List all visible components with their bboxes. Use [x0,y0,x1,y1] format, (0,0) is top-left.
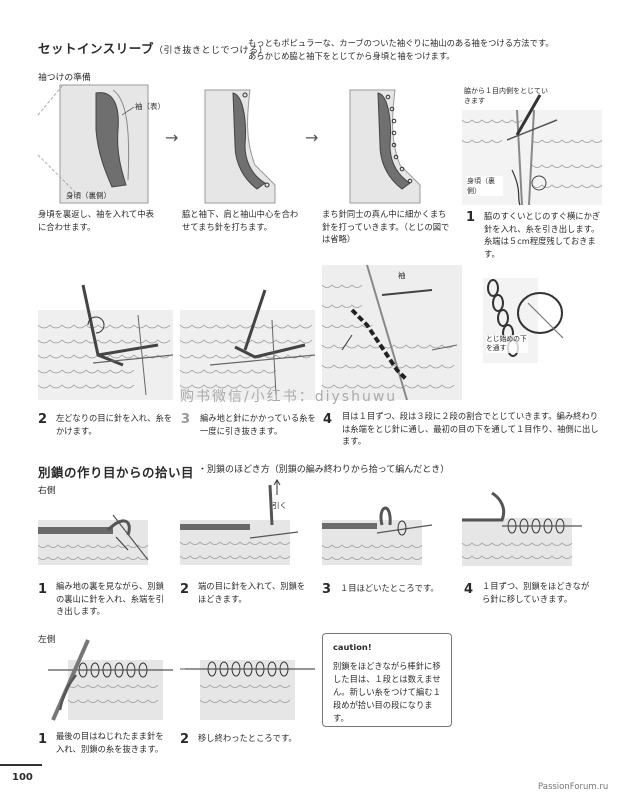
step4-caption: 目は１目ずつ、段は３段に２段の割合でとじていきます。編み終わりは糸端をとじ針に通… [342,411,599,446]
l2-number: 2 [180,732,190,747]
intro-line-1: もっともポピュラーな、カーブのついた袖ぐりに袖山のある袖をつける方法です。 [248,38,554,48]
r4-caption: １目ずつ、別鎖をほどきながら針に移していきます。 [482,581,590,604]
r3-number: 3 [322,582,332,597]
r2-caption: 端の目に針を入れて、別鎖をほどきます。 [198,581,306,604]
r3-figure [321,506,433,565]
step3-figure [179,289,316,400]
r3-caption: １目ほどいたところです。 [340,583,439,593]
r1-figure [37,514,149,565]
step4-figure [321,264,462,401]
step2-number: 2 [38,412,48,427]
l1-figure [48,639,173,721]
section2-subtitle: ・別鎖のほどき方（別鎖の編み終わりから拾って編んだとき） [198,465,450,475]
section2-title: 別鎖の作り目からの拾い目 [38,465,195,480]
fig2-pin-sleeve [204,89,276,204]
fig5-label-sleeve: 袖 [398,271,406,280]
fig1-caption: 身頃を裏返し、袖を入れて中表に合わせます。 [38,209,154,232]
pull-label: 引く [272,501,287,510]
fig1-label-body: 身頃（裏側） [66,191,111,200]
arrow-right-icon-1: → [165,128,179,147]
caution-text: 別鎖をほどきながら棒針に移した目は、１段とは数えません。新しい糸をつけて編む１段… [333,661,441,723]
l2-caption: 移し終わったところです。 [198,733,297,743]
step2-figure [37,284,174,400]
step1-caption: 脇のすくいとじのすぐ横にかぎ針を入れ、糸を引き出します。糸端は５cm程度残してお… [484,211,601,259]
l1-caption: 最後の目はねじれたまま針を入れ、別鎖の糸を抜きます。 [56,731,164,754]
step4-number: 4 [323,412,333,427]
step3-number: 3 [181,412,191,427]
left-side-label: 左側 [38,635,56,645]
intro-line-2: あらかじめ脇と袖下をとじてから身頃と袖をつけます。 [248,50,455,61]
step2-caption: 左どなりの目に針を入れ、糸をかけます。 [56,413,173,436]
page-number: 100 [12,772,33,783]
fig4-top-note: 脇から１目内側をとじていきます [464,87,548,105]
section1-intro: もっともポピュラーな、カーブのついた袖ぐりに袖山のある袖をつける方法です。 あら… [248,37,628,62]
section1-subtitle: （引き抜きとじでつける） [154,46,269,56]
arrow-right-icon-2: → [305,128,319,147]
caution-box: caution! 別鎖をほどきながら棒針に移した目は、１段とは数えません。新しい… [322,633,452,727]
right-side-label: 右側 [38,486,56,496]
watermark: 购书微信/小红书：diyshuwu [180,389,398,405]
fig1-label-sleeve: 袖（表） [135,102,165,111]
step1-number: 1 [466,210,476,225]
fig1-sleeve-inside-body [37,84,149,204]
fig3-caption: まち針同士の真ん中に細かくまち針を打っていきます。（とじの図では省略） [322,209,450,244]
fig6-label: とじ始めの下を通す [486,335,528,353]
l1-number: 1 [38,732,48,747]
r1-caption: 編み地の裏を見ながら、別鎖の裏山に針を入れ、糸端を引き出します。 [56,581,164,616]
l2-figure [180,660,315,720]
r1-number: 1 [38,582,48,597]
r4-number: 4 [464,582,474,597]
r2-figure [179,479,299,565]
caution-title: caution! [333,642,372,652]
chain-stitch-figure [483,278,564,363]
fig4-body-label: 身頃（裏側） [467,176,503,196]
footer-site: PassionForum.ru [538,782,609,792]
step3-caption: 編み地と針にかかっている糸を一度に引き抜きます。 [200,413,316,436]
fig3-more-pins [349,89,421,204]
fig2-caption: 脇と袖下、肩と袖山中心を合わせてまち針を打ちます。 [182,209,299,232]
section1-title-text: セットインスリーブ [38,41,155,56]
prep-label: 袖つけの準備 [38,73,91,83]
page-number-tab: 100 [0,764,42,790]
r2-number: 2 [180,582,190,597]
section1-title: セットインスリーブ（引き抜きとじでつける） [38,38,268,57]
r4-figure [461,491,582,566]
